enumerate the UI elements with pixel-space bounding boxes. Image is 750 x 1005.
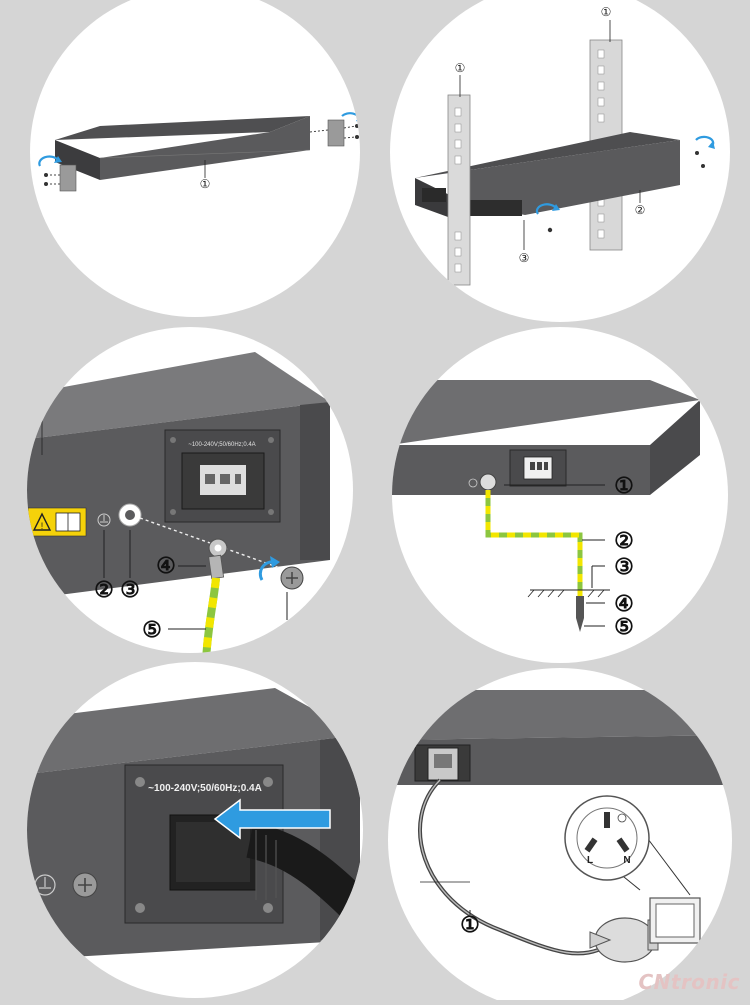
socket-label-n: N — [623, 855, 630, 866]
right-bracket — [327, 119, 345, 147]
left-bracket — [59, 164, 77, 192]
device-side — [650, 400, 700, 495]
device-top — [392, 380, 700, 445]
socket-label-l: L — [587, 855, 593, 866]
callout-3: ③ — [120, 577, 140, 602]
callout-1: ① — [614, 473, 634, 498]
device-rear — [388, 735, 732, 785]
warning-icon — [32, 512, 52, 531]
panel-rack-mount: ① ① ② ③ — [390, 0, 730, 322]
callout-2: ② — [614, 528, 634, 553]
callout-1: ① — [460, 912, 480, 937]
ground-symbol-icon — [97, 513, 111, 527]
ground-symbol-icon — [617, 813, 627, 823]
panel-insert-power-cord: ~100-240V;50/60Hz;0.4A — [27, 662, 363, 998]
switch-top — [415, 132, 680, 178]
callout-5: ⑤ — [142, 617, 162, 642]
rotate-arrow-icon — [535, 203, 557, 215]
switch-top — [55, 116, 310, 140]
device-top — [388, 690, 732, 740]
insert-arrow-icon — [213, 798, 331, 840]
ground-symbol-icon — [468, 478, 478, 488]
switch-front — [470, 140, 680, 215]
panel-attach-brackets: ① — [30, 0, 360, 317]
power-rating-label: ~100-240V;50/60Hz;0.4A — [188, 442, 255, 448]
callout-3: ③ — [614, 554, 634, 579]
callout-1: ① — [601, 5, 612, 19]
callout-2: ② — [635, 203, 646, 217]
panel-ground-terminal: ~100-240V;50/60Hz;0.4A ! — [27, 327, 353, 653]
callout-4: ④ — [156, 553, 176, 578]
callout-2: ② — [94, 577, 114, 602]
callout-3: ③ — [519, 251, 530, 265]
rotate-arrow-icon — [38, 155, 59, 167]
power-rating-label: ~100-240V;50/60Hz;0.4A — [148, 783, 262, 794]
ground-terminal — [479, 473, 497, 491]
callout-1: ① — [200, 177, 211, 191]
panel-connect-outlet: L N ① — [388, 668, 732, 1005]
switch-front — [100, 116, 310, 180]
svg-text:!: ! — [41, 521, 44, 531]
rack-rail-front — [447, 94, 471, 286]
callout-4: ④ — [614, 591, 634, 616]
callout-1: ① — [455, 61, 466, 75]
watermark-logo: CNtronic — [638, 970, 740, 994]
switch-side — [55, 140, 100, 180]
panel-earth-ground: ① ② ③ ④ ⑤ — [392, 327, 728, 663]
device-top — [27, 352, 330, 440]
device-top — [27, 688, 360, 775]
ground-rod — [576, 596, 584, 618]
callout-5: ⑤ — [614, 614, 634, 639]
